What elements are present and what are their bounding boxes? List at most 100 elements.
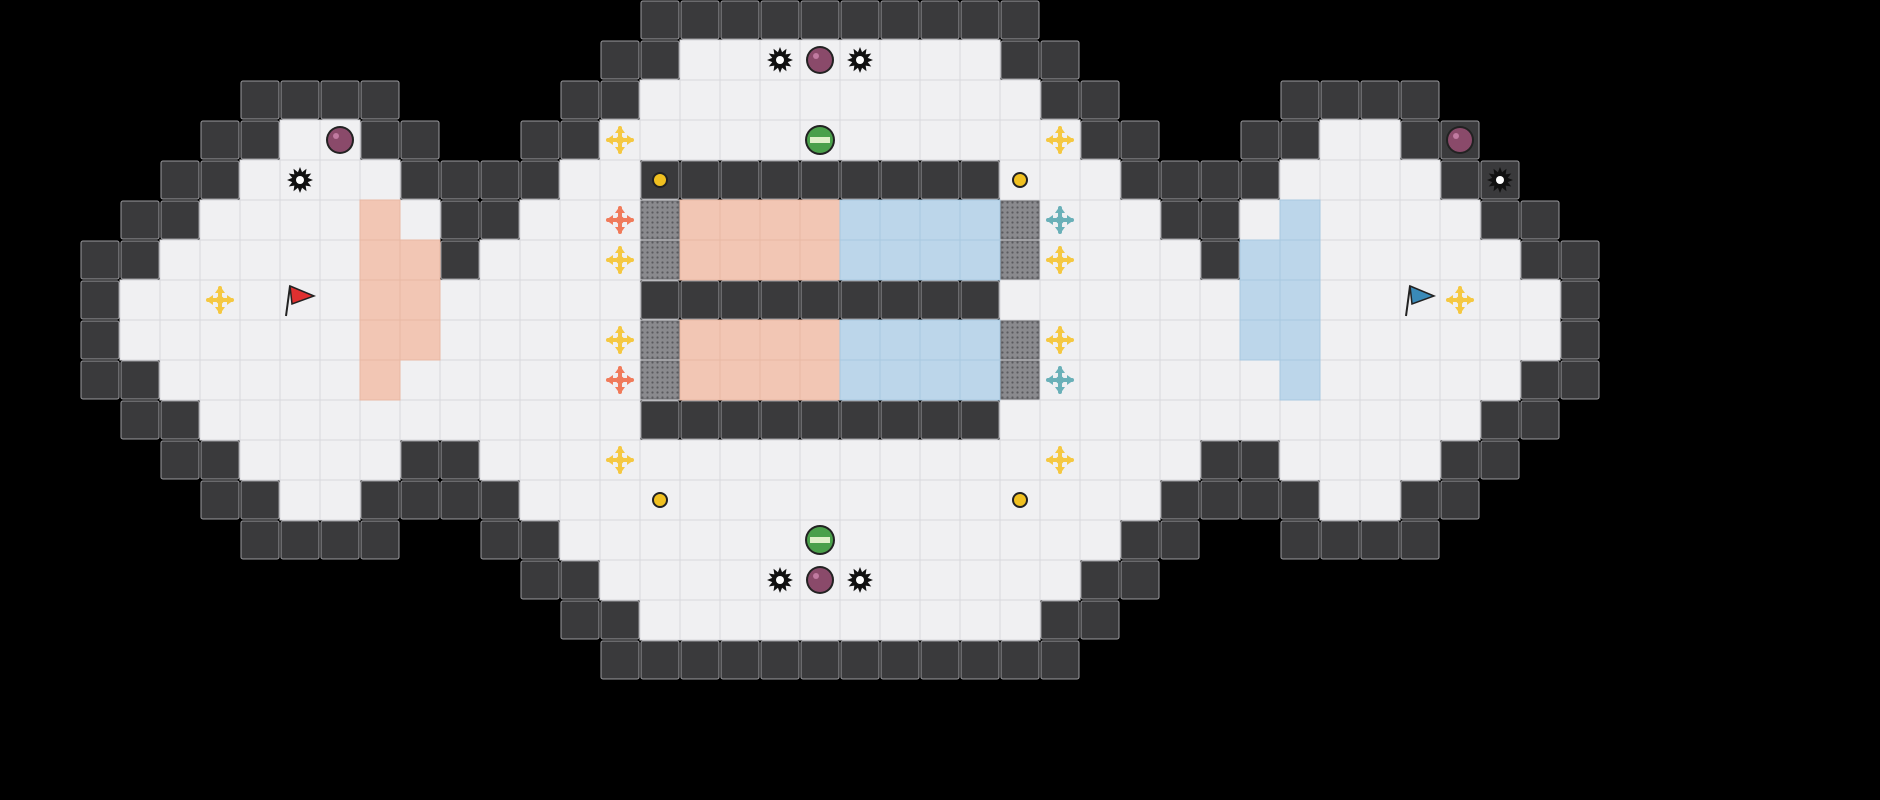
wall-tile [1160, 160, 1200, 200]
spike-icon [767, 567, 793, 593]
floor-tile [1239, 399, 1281, 441]
wall-tile [1040, 40, 1080, 80]
floor-tile [999, 599, 1041, 641]
boost-icon [1046, 246, 1074, 274]
floor-tile [879, 39, 921, 81]
boost-icon [606, 246, 634, 274]
red-zone-tile [759, 319, 801, 361]
floor-tile [479, 359, 521, 401]
wall-tile [80, 240, 120, 280]
floor-tile [1119, 439, 1161, 481]
floor-tile [479, 439, 521, 481]
wall-tile [960, 640, 1000, 680]
floor-tile [839, 479, 881, 521]
floor-tile [359, 159, 401, 201]
wall-tile [1480, 440, 1520, 480]
floor-tile [1119, 319, 1161, 361]
bomb-icon [806, 566, 834, 594]
wall-tile [120, 200, 160, 240]
floor-tile [319, 359, 361, 401]
floor-tile [1479, 319, 1521, 361]
floor-tile [839, 119, 881, 161]
floor-tile [559, 239, 601, 281]
red-flag-icon [285, 284, 317, 317]
blue-zone-tile [839, 239, 881, 281]
gate-tile [1000, 200, 1040, 240]
floor-tile [1119, 239, 1161, 281]
powerup-icon [805, 525, 835, 555]
floor-tile [1159, 439, 1201, 481]
floor-tile [199, 199, 241, 241]
floor-tile [279, 319, 321, 361]
blue-zone-tile [1279, 279, 1321, 321]
floor-tile [519, 439, 561, 481]
red-zone-tile [399, 279, 441, 321]
wall-tile [1040, 80, 1080, 120]
wall-tile [840, 640, 880, 680]
blue-zone-tile [959, 239, 1001, 281]
team-zone-layer [359, 199, 1321, 401]
floor-tile [599, 519, 641, 561]
red-zone-tile [759, 239, 801, 281]
wall-tile [1240, 120, 1280, 160]
floor-tile [559, 159, 601, 201]
floor-tile [599, 479, 641, 521]
red-zone-tile [799, 199, 841, 241]
wall-tile [920, 640, 960, 680]
wall-tile [1280, 80, 1320, 120]
floor-tile [679, 79, 721, 121]
floor-tile [959, 439, 1001, 481]
floor-tile [1359, 239, 1401, 281]
floor-tile [1079, 399, 1121, 441]
floor-tile [759, 119, 801, 161]
wall-tile [440, 160, 480, 200]
gate-tile [1000, 240, 1040, 280]
floor-tile [439, 359, 481, 401]
wall-tile [160, 400, 200, 440]
floor-tile [319, 159, 361, 201]
floor-tile [1079, 199, 1121, 241]
floor-tile [159, 279, 201, 321]
floor-tile [1079, 519, 1121, 561]
floor-tile [1159, 359, 1201, 401]
red-zone-tile [679, 239, 721, 281]
floor-tile [759, 519, 801, 561]
wall-tile [120, 240, 160, 280]
floor-tile [1079, 239, 1121, 281]
wall-tile [120, 360, 160, 400]
wall-tile [840, 160, 880, 200]
wall-tile [400, 440, 440, 480]
floor-tile [959, 479, 1001, 521]
floor-tile [1239, 199, 1281, 241]
blue-zone-tile [959, 359, 1001, 401]
wall-tile [1440, 480, 1480, 520]
floor-tile [519, 199, 561, 241]
wall-tile [1000, 0, 1040, 40]
wall-tile [1200, 200, 1240, 240]
floor-tile [1319, 199, 1361, 241]
red-zone-tile [799, 239, 841, 281]
wall-tile [440, 440, 480, 480]
floor-tile [1319, 239, 1361, 281]
wall-tile [720, 0, 760, 40]
floor-tile [719, 119, 761, 161]
powerup-icon [805, 125, 835, 155]
spike-icon [1487, 167, 1513, 193]
wall-tile [1320, 520, 1360, 560]
floor-tile [239, 399, 281, 441]
floor-tile [1119, 399, 1161, 441]
floor-tile [999, 279, 1041, 321]
floor-tile [439, 319, 481, 361]
wall-tile [840, 280, 880, 320]
floor-tile [239, 239, 281, 281]
wall-tile [280, 520, 320, 560]
floor-tile [1159, 239, 1201, 281]
wall-tile [1280, 480, 1320, 520]
wall-tile [240, 480, 280, 520]
wall-tile [1160, 520, 1200, 560]
floor-tile [799, 439, 841, 481]
red-zone-tile [799, 319, 841, 361]
wall-tile [960, 160, 1000, 200]
floor-tile [239, 199, 281, 241]
floor-tile [1199, 319, 1241, 361]
